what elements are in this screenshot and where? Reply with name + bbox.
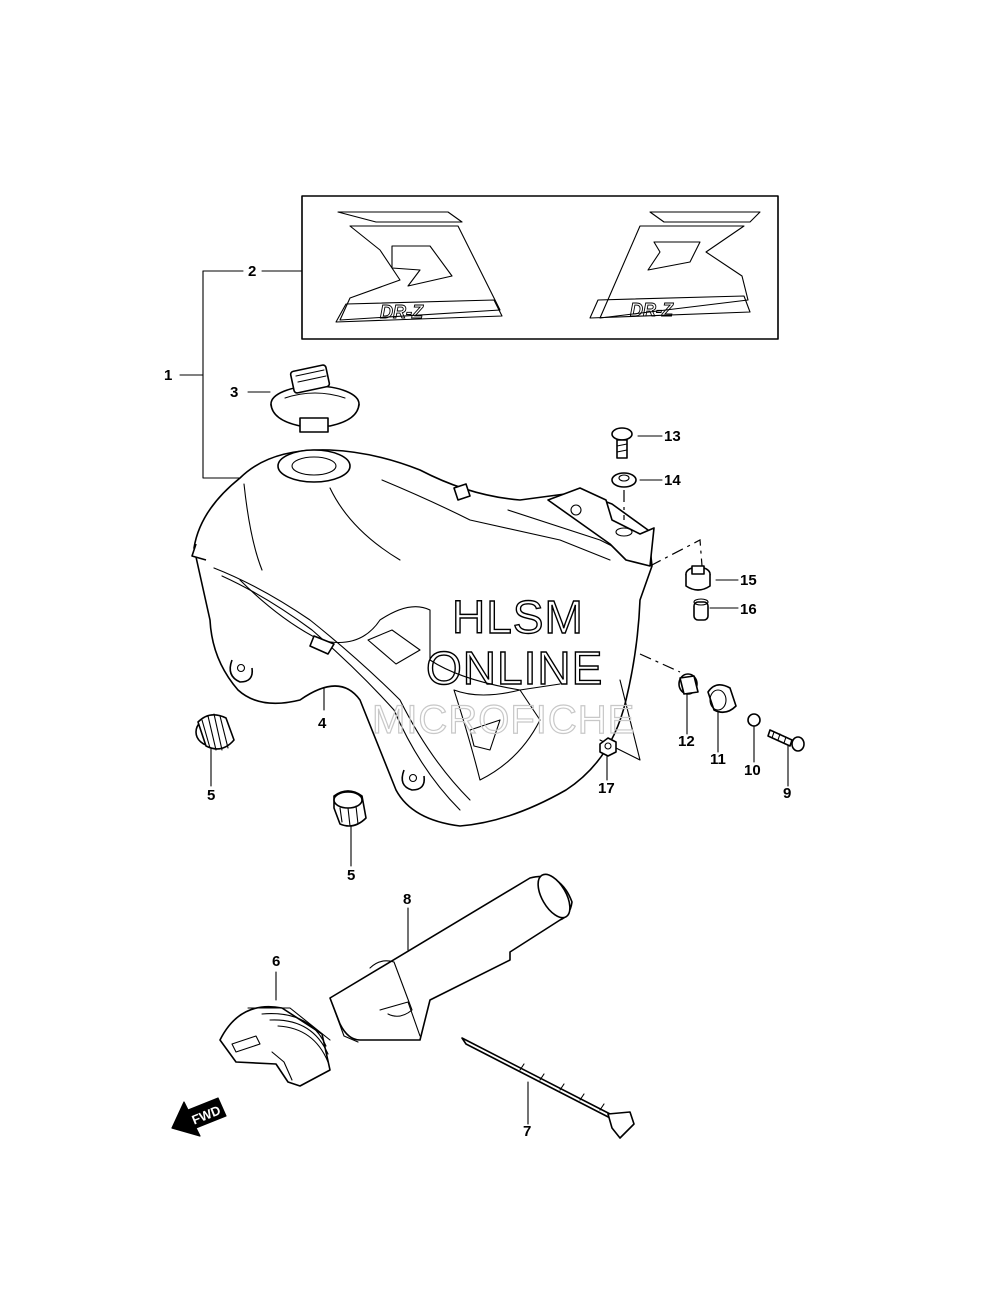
cushion-left[interactable] (195, 713, 235, 751)
breather-hose[interactable] (309, 635, 335, 655)
cable-tie-7[interactable] (461, 1037, 635, 1139)
watermark-line2: ONLINE (426, 642, 603, 694)
callout-6: 6 (272, 953, 280, 970)
callout-2: 2 (248, 263, 256, 280)
cushion-12[interactable] (678, 673, 699, 695)
decal-right-text: DR-Z (630, 300, 674, 320)
callout-13: 13 (664, 428, 681, 445)
fuel-tank[interactable] (191, 449, 655, 827)
callout-14: 14 (664, 472, 681, 489)
callout-7: 7 (523, 1123, 531, 1140)
callout-labels: 1 2 3 4 5 5 6 7 8 9 10 11 12 13 14 15 16… (164, 263, 791, 1140)
callout-1: 1 (164, 367, 172, 384)
callout-11: 11 (710, 751, 726, 768)
decal-set[interactable]: DR-Z DR-Z (301, 195, 779, 340)
cushion-15[interactable] (685, 565, 711, 591)
watermark: HLSM ONLINE MICROFICHE (371, 590, 635, 742)
collar-16[interactable] (693, 598, 709, 621)
fwd-arrow: FWD (171, 1097, 227, 1137)
bolt-9[interactable] (767, 729, 805, 752)
decal-right: DR-Z (589, 211, 761, 320)
decal-left-text: DR-Z (380, 302, 424, 322)
callout-12: 12 (678, 733, 695, 750)
decal-left: DR-Z (335, 211, 503, 323)
cushion-11[interactable] (707, 684, 737, 714)
callout-10: 10 (744, 762, 761, 779)
callout-4: 4 (318, 715, 327, 732)
watermark-line3: MICROFICHE (372, 698, 635, 742)
callout-9: 9 (783, 785, 791, 802)
callout-16: 16 (740, 601, 757, 618)
grommet-6[interactable] (219, 1005, 331, 1087)
callout-8: 8 (403, 891, 411, 908)
cushion-right[interactable] (333, 790, 367, 827)
protector-8[interactable] (329, 869, 576, 1043)
callout-15: 15 (740, 572, 757, 589)
callout-3: 3 (230, 384, 238, 401)
fuel-cap[interactable] (270, 364, 360, 433)
washer-10[interactable] (747, 713, 761, 727)
bolt-13[interactable] (611, 427, 633, 459)
washer-14[interactable] (611, 472, 637, 488)
callout-17: 17 (598, 780, 615, 797)
callout-5a: 5 (207, 787, 215, 804)
nut-17[interactable] (599, 737, 617, 757)
watermark-line1: HLSM (452, 591, 584, 643)
callout-5b: 5 (347, 867, 355, 884)
